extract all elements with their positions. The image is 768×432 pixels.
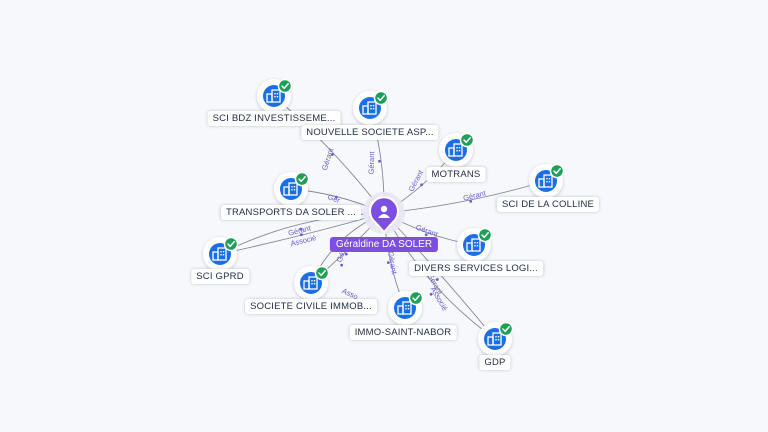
company-name-label[interactable]: SCI BDZ INVESTISSEME... <box>207 111 341 126</box>
company-name-label[interactable]: TRANSPORTS DA SOLER ... <box>220 205 362 220</box>
person-node[interactable] <box>363 192 405 234</box>
check-icon <box>373 90 389 106</box>
edge-arrow <box>331 153 334 156</box>
company-node[interactable] <box>388 290 424 325</box>
company-name-label[interactable]: NOUVELLE SOCIETE ASP... <box>301 125 439 140</box>
building-icon <box>466 238 481 252</box>
edge-arrow <box>340 263 344 267</box>
company-name-label[interactable]: SCI DE LA COLLINE <box>496 197 600 212</box>
edge-label: Gérant <box>406 168 425 193</box>
company-name-label[interactable]: GDP <box>479 355 511 370</box>
check-icon <box>223 236 239 252</box>
edge-label: Gérant <box>320 146 336 171</box>
edge-label: Gérant <box>367 150 377 174</box>
check-icon <box>277 78 293 94</box>
person-name-label[interactable]: Géraldine DA SOLER <box>329 237 439 252</box>
company-name-label[interactable]: IMMO-SAINT-NABOR <box>349 325 457 340</box>
edge-arrow <box>378 159 381 163</box>
building-icon <box>397 301 412 315</box>
node-layer <box>203 78 565 356</box>
company-node[interactable] <box>274 171 310 206</box>
building-icon <box>538 174 553 188</box>
edge-arrow <box>435 278 439 281</box>
company-name-label[interactable]: SOCIETE CIVILE IMMOB... <box>245 299 377 314</box>
building-icon <box>303 276 318 290</box>
company-node[interactable] <box>203 236 239 271</box>
company-node[interactable] <box>257 78 293 113</box>
company-name-label[interactable]: DIVERS SERVICES LOGI... <box>409 261 543 276</box>
company-node[interactable] <box>478 321 514 356</box>
edge-arrow <box>386 261 390 265</box>
check-icon <box>294 171 310 187</box>
edge-arrow <box>424 233 428 237</box>
edge-arrow <box>299 227 303 231</box>
company-node[interactable] <box>294 265 330 300</box>
company-node[interactable] <box>529 163 565 198</box>
edge-arrow <box>299 233 303 237</box>
building-icon <box>266 89 281 103</box>
building-icon <box>448 143 463 157</box>
check-icon <box>498 321 514 337</box>
edge-arrow <box>334 195 338 199</box>
edge-label: Associé <box>429 285 450 312</box>
company-name-label[interactable]: SCI GPRD <box>191 269 249 284</box>
company-node[interactable] <box>457 227 493 262</box>
edge-arrow <box>429 292 433 296</box>
building-icon <box>212 247 227 261</box>
edge-arrow <box>420 183 424 187</box>
check-icon <box>314 265 330 281</box>
company-name-label[interactable]: MOTRANS <box>426 167 486 182</box>
edge-label: Gérant <box>386 250 399 275</box>
edge-label: Gér <box>326 192 341 205</box>
check-icon <box>477 227 493 243</box>
building-icon <box>283 182 298 196</box>
person-icon <box>378 205 390 218</box>
check-icon <box>459 132 475 148</box>
company-node[interactable] <box>439 132 475 167</box>
building-icon <box>487 332 502 346</box>
edge-arrow <box>344 252 348 256</box>
check-icon <box>408 290 424 306</box>
edge-arrow <box>469 200 473 203</box>
edge-label: Gé <box>335 251 347 263</box>
company-node[interactable] <box>353 90 389 125</box>
check-icon <box>549 163 565 179</box>
building-icon <box>362 101 377 115</box>
edge-label: Gérant <box>462 188 487 203</box>
